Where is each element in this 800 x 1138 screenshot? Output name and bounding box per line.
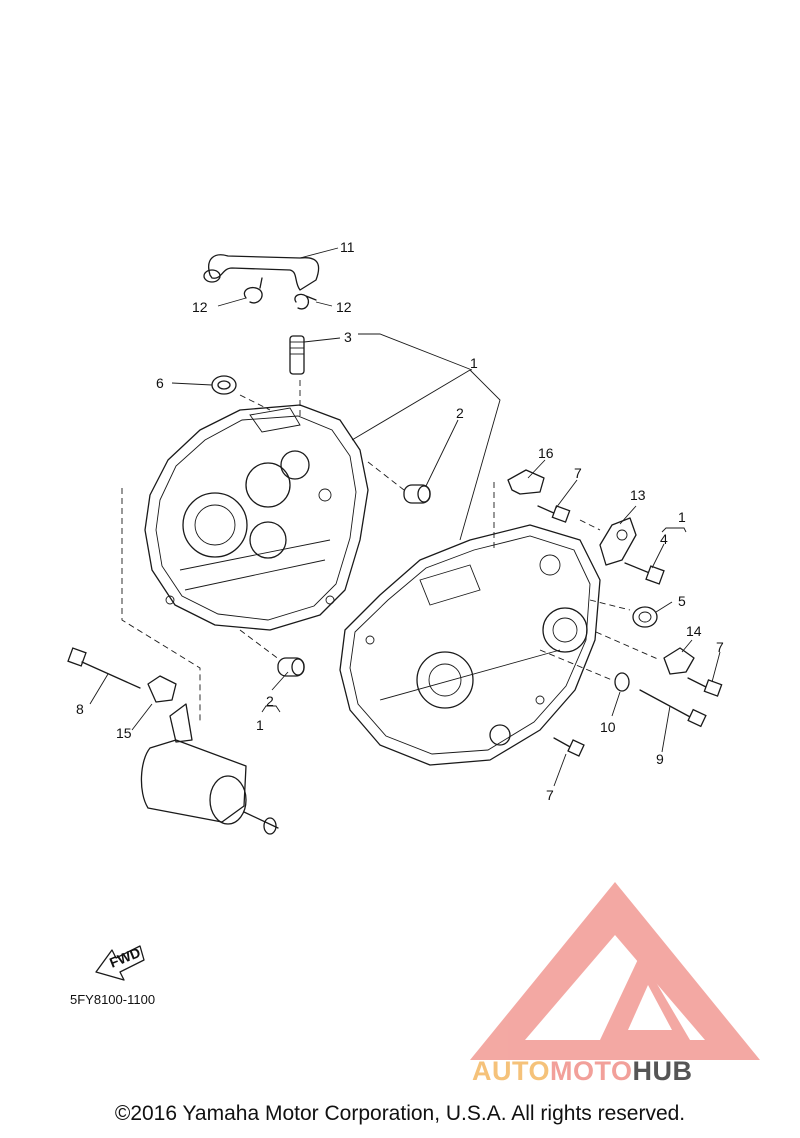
callout-12-right: 12	[336, 299, 352, 315]
callout-10: 10	[600, 719, 616, 735]
callout-1-top: 1	[470, 355, 478, 371]
alignment-lines	[121, 380, 661, 724]
callout-13: 13	[630, 487, 646, 503]
callout-14: 14	[686, 623, 702, 639]
callout-11: 11	[340, 239, 355, 255]
leader-lines	[89, 247, 721, 787]
brand-moto: MOTO	[550, 1056, 633, 1086]
callout-1-left: 1	[256, 717, 264, 733]
copyright-notice: ©2016 Yamaha Motor Corporation, U.S.A. A…	[114, 1102, 686, 1125]
dowel-pin-upper	[403, 484, 431, 504]
callout-7-upper: 7	[574, 465, 582, 481]
plate-13	[599, 517, 637, 566]
callout-7-right: 7	[716, 639, 724, 655]
starter-motor	[140, 703, 279, 835]
callout-9: 9	[656, 751, 664, 767]
callout-12-left: 12	[192, 299, 208, 315]
fwd-label: FWD	[107, 944, 143, 971]
crankcase-right	[339, 524, 601, 766]
bracket-15	[147, 675, 177, 703]
callout-6: 6	[156, 375, 164, 391]
seal-5	[632, 606, 658, 628]
oil-seal	[211, 375, 237, 395]
dowel-pin-lower	[277, 657, 305, 677]
callout-1-right: 1	[678, 509, 686, 525]
bolt-7-upper	[537, 505, 571, 523]
callout-5: 5	[678, 593, 686, 609]
breather-hose	[203, 254, 320, 291]
callout-labels: 1 1 1 2 2 3 4 5 6 7 7 7 8 9 10 11 12 12 …	[76, 239, 724, 803]
automotohub-wordmark: AUTOMOTOHUB	[472, 1056, 693, 1087]
callout-8: 8	[76, 701, 84, 717]
callout-16: 16	[538, 445, 554, 461]
callout-4: 4	[660, 531, 668, 547]
brand-auto: AUTO	[472, 1056, 551, 1086]
callout-2-lower: 2	[266, 693, 274, 709]
bolt-4	[624, 562, 665, 585]
callout-15: 15	[116, 725, 132, 741]
guide-14	[663, 647, 695, 675]
bolt-7-right	[687, 677, 723, 697]
crankcase-left	[144, 404, 369, 631]
part-code: 5FY8100-1100	[70, 992, 156, 1007]
hose-clip-right	[294, 293, 317, 310]
callout-3: 3	[344, 329, 352, 345]
bolt-8	[67, 647, 141, 689]
bolt-9	[639, 689, 707, 728]
brand-hub: HUB	[632, 1056, 693, 1086]
callout-7-lower: 7	[546, 787, 554, 803]
bolt-7-lower	[553, 737, 585, 757]
washer-10	[614, 672, 630, 692]
callout-2-upper: 2	[456, 405, 464, 421]
breather-pipe	[289, 335, 305, 375]
fwd-arrow-icon: FWD	[95, 944, 145, 981]
bracket-16	[507, 469, 545, 495]
hose-clip-left	[243, 277, 263, 304]
automotohub-logo-mark	[470, 882, 760, 1060]
